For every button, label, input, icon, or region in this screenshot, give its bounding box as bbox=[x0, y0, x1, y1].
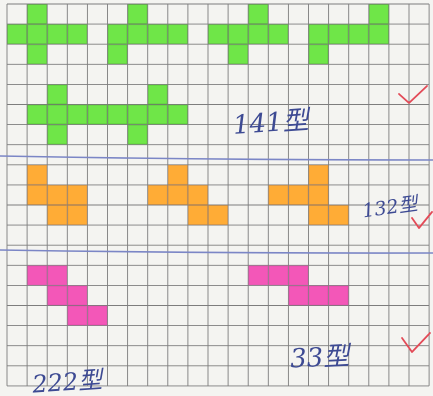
net-square bbox=[68, 25, 87, 44]
net-square bbox=[128, 25, 147, 44]
net-square bbox=[128, 125, 147, 144]
net-square bbox=[48, 85, 67, 104]
net-square bbox=[108, 45, 127, 64]
net-square bbox=[28, 186, 47, 205]
net-square bbox=[28, 165, 47, 184]
net-square bbox=[249, 266, 268, 285]
net-square bbox=[48, 266, 67, 285]
net-square bbox=[329, 25, 348, 44]
net-square bbox=[68, 286, 87, 305]
net-square bbox=[168, 105, 187, 124]
net-square bbox=[28, 105, 47, 124]
net-square bbox=[289, 186, 308, 205]
net-square bbox=[349, 25, 368, 44]
net-square bbox=[209, 206, 228, 225]
net-square bbox=[8, 25, 27, 44]
net-square bbox=[229, 25, 248, 44]
label-141-type: 141型 bbox=[232, 105, 313, 140]
net-square bbox=[369, 25, 388, 44]
net-square bbox=[28, 266, 47, 285]
net-square bbox=[68, 206, 87, 225]
net-square bbox=[48, 105, 67, 124]
net-square bbox=[269, 25, 288, 44]
net-square bbox=[88, 105, 107, 124]
net-square bbox=[48, 25, 67, 44]
net-square bbox=[329, 206, 348, 225]
net-square bbox=[148, 186, 167, 205]
net-square bbox=[88, 306, 107, 325]
net-square bbox=[108, 105, 127, 124]
net-square bbox=[28, 45, 47, 64]
net-square bbox=[148, 85, 167, 104]
net-square bbox=[128, 105, 147, 124]
net-square bbox=[369, 5, 388, 24]
net-square bbox=[309, 25, 328, 44]
net-square bbox=[148, 25, 167, 44]
net-square bbox=[48, 186, 67, 205]
net-square bbox=[48, 286, 67, 305]
net-square bbox=[68, 306, 87, 325]
label-33-type: 33型 bbox=[289, 341, 353, 374]
net-square bbox=[309, 45, 328, 64]
net-square bbox=[309, 206, 328, 225]
net-square bbox=[209, 25, 228, 44]
net-square bbox=[28, 25, 47, 44]
net-square bbox=[68, 105, 87, 124]
net-square bbox=[28, 5, 47, 24]
net-square bbox=[148, 105, 167, 124]
net-square bbox=[329, 286, 348, 305]
net-square bbox=[289, 286, 308, 305]
net-square bbox=[68, 186, 87, 205]
net-square bbox=[48, 125, 67, 144]
net-square bbox=[168, 165, 187, 184]
net-square bbox=[48, 206, 67, 225]
net-square bbox=[269, 186, 288, 205]
net-square bbox=[269, 266, 288, 285]
net-square bbox=[189, 186, 208, 205]
net-square bbox=[168, 186, 187, 205]
net-square bbox=[249, 5, 268, 24]
net-square bbox=[289, 266, 308, 285]
net-square bbox=[108, 25, 127, 44]
net-square bbox=[168, 25, 187, 44]
label-222-type: 222型 bbox=[30, 366, 106, 396]
net-square bbox=[309, 286, 328, 305]
net-square bbox=[249, 25, 268, 44]
net-square bbox=[229, 45, 248, 64]
net-square bbox=[189, 206, 208, 225]
net-square bbox=[309, 165, 328, 184]
net-square bbox=[128, 5, 147, 24]
net-square bbox=[309, 186, 328, 205]
